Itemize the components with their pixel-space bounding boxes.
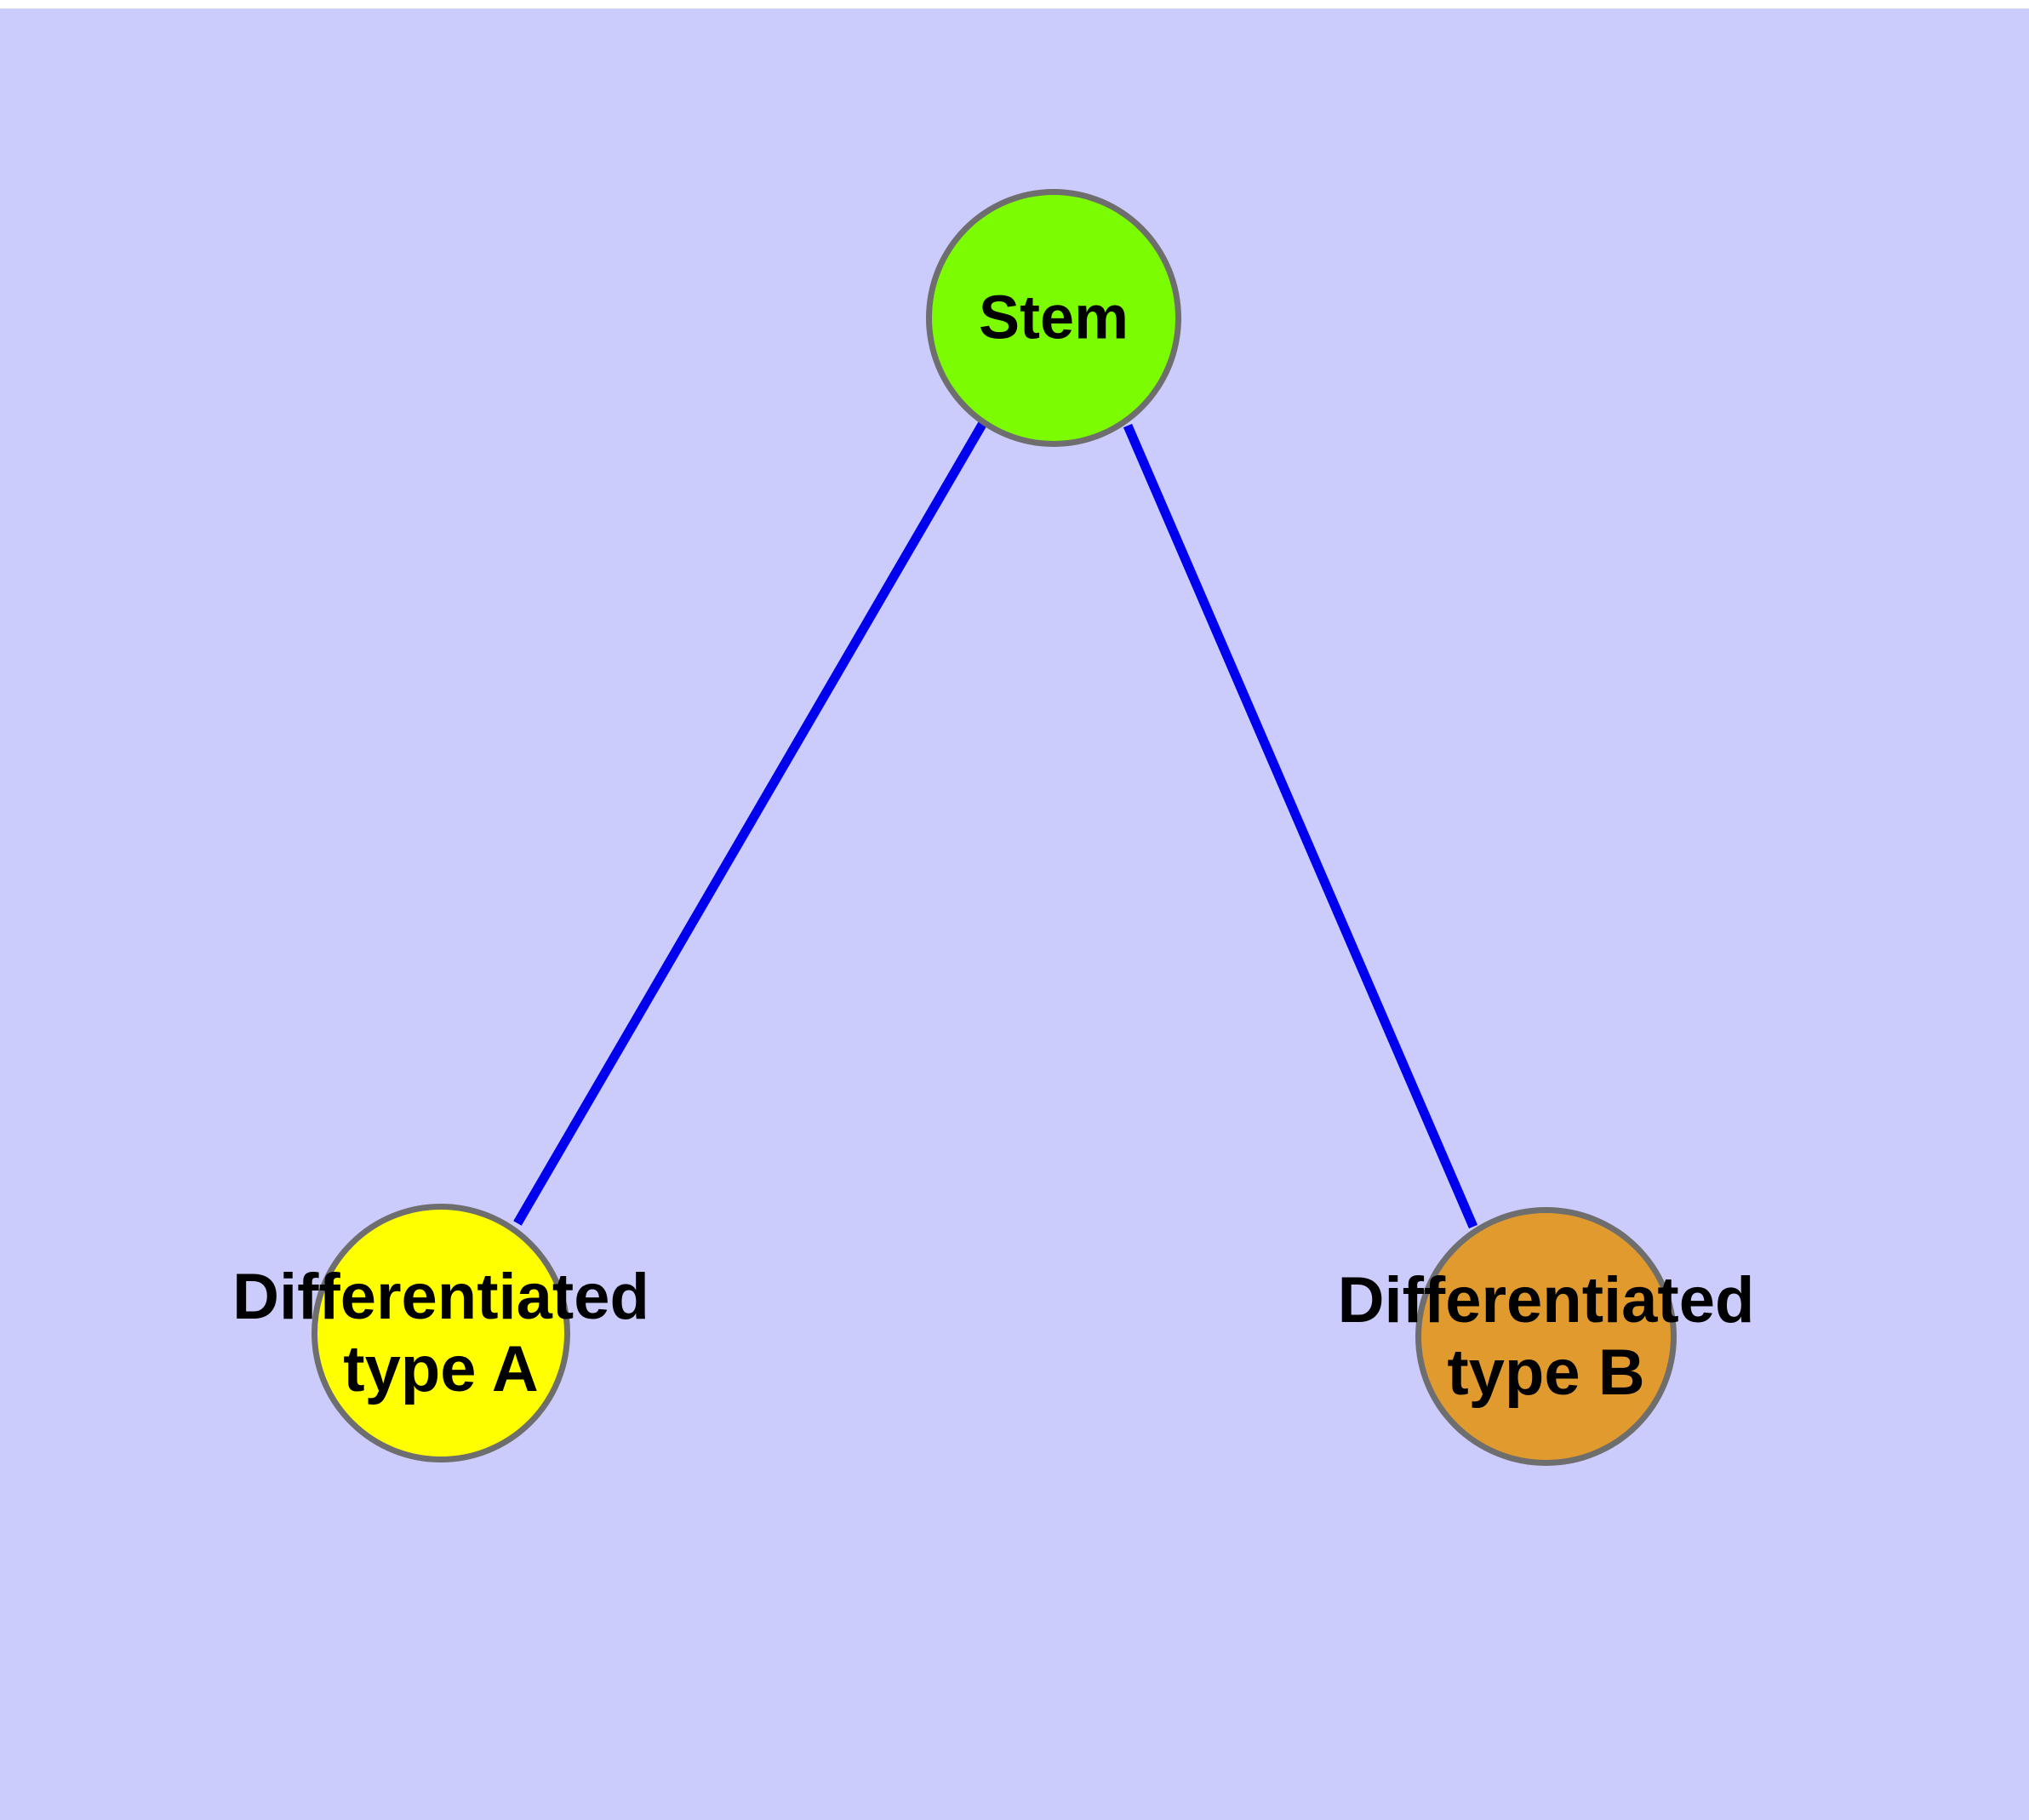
node-stem-label: Stem [978,283,1129,352]
node-differentiated-type-a[interactable]: Differentiated type A [232,1204,649,1462]
node-stem[interactable]: Stem [926,189,1181,447]
edge-stem-to-differentiated-type-b [1123,423,1478,1229]
node-differentiated-type-b[interactable]: Differentiated type B [1338,1207,1754,1466]
edge-stem-to-differentiated-type-a [513,421,987,1226]
